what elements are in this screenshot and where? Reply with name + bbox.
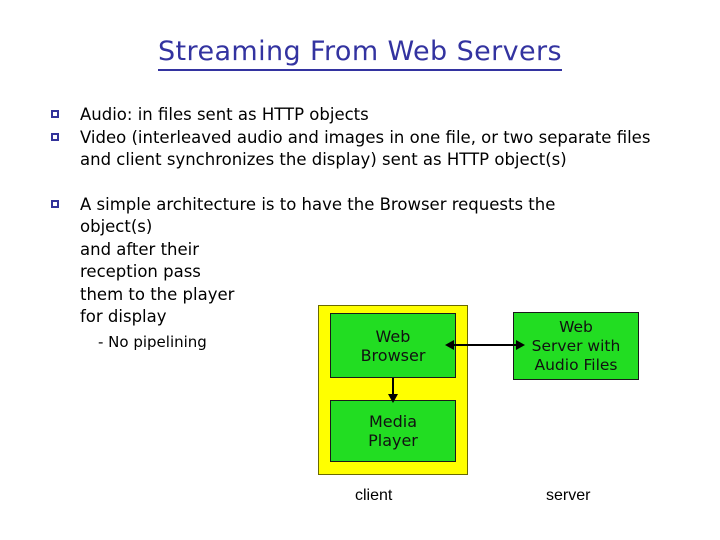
bullet-list: Audio: in files sent as HTTP objects Vid… (48, 104, 658, 353)
bullet-line-3: and after their (80, 239, 200, 259)
bullet-item-video-text: Video (interleaved audio and images in o… (80, 127, 651, 170)
bullet-line-1: A simple architecture is to have the Bro… (80, 194, 556, 214)
caption-client: client (355, 487, 393, 504)
node-media-player-line-2: Player (368, 431, 418, 450)
page-title: Streaming From Web Servers (0, 36, 720, 71)
square-bullet-icon (51, 199, 59, 208)
node-media-player: Media Player (330, 400, 456, 462)
bullet-line-2: object(s) (80, 217, 153, 236)
bullet-line-4: reception pass (80, 262, 201, 281)
sub-bullet-no-pipelining: - No pipelining (98, 332, 207, 351)
bullet-item-audio-text: Audio: in files sent as HTTP objects (80, 105, 369, 124)
bullet-line-6: for display (80, 307, 167, 326)
node-media-player-line-1: Media (368, 412, 418, 431)
bullet-item-architecture: A simple architecture is to have the Bro… (48, 194, 658, 353)
bullet-item-video: Video (interleaved audio and images in o… (48, 127, 658, 172)
page-title-text: Streaming From Web Servers (158, 36, 562, 71)
bullet-item-audio: Audio: in files sent as HTTP objects (48, 104, 658, 127)
caption-server: server (546, 487, 591, 504)
node-web-server-line-3: Audio Files (534, 355, 618, 374)
square-bullet-icon (51, 132, 59, 141)
bullet-line-5: them to the player (80, 284, 235, 304)
arrow-browser-to-player-icon (388, 378, 398, 403)
square-bullet-icon (51, 110, 59, 118)
spacer (48, 172, 658, 194)
